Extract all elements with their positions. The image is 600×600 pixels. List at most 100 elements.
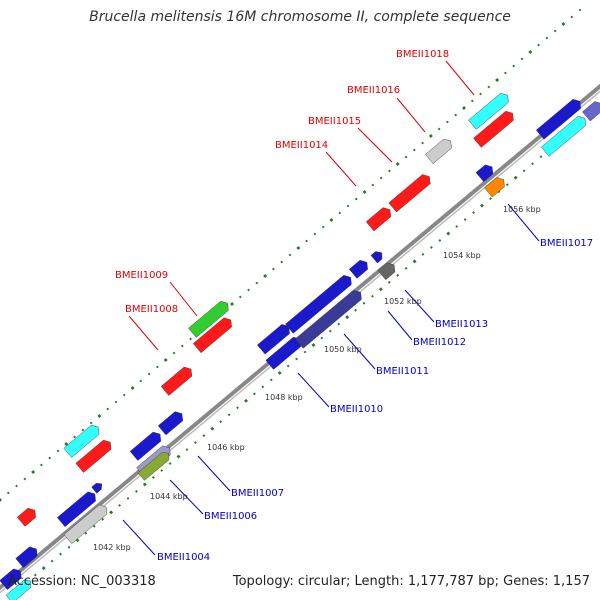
gene-label-bottom: BMEII1013	[435, 319, 488, 330]
tick-mark-inner	[378, 287, 383, 292]
tick-mark-inner	[522, 169, 526, 173]
genes-prefix: ; Genes:	[494, 574, 553, 589]
gene-bmeii1010-a	[257, 324, 290, 355]
gene-block-shape	[388, 174, 431, 213]
tick-mark-inner	[286, 364, 290, 368]
tick-mark-inner	[227, 413, 231, 417]
gene-block-shape	[91, 483, 103, 494]
tick-mark-outer	[421, 141, 424, 145]
tick-mark-outer	[379, 176, 383, 180]
leader-line-top	[169, 281, 198, 317]
tick-mark-outer	[247, 288, 250, 292]
tick-mark-inner	[244, 398, 248, 403]
tick-mark-outer	[313, 232, 317, 236]
gene-block-shape	[157, 411, 183, 436]
scale-label: 1056 kbp	[503, 205, 541, 214]
sequence-summary: Topology: circular; Length: 1,177,787 bp…	[233, 574, 590, 589]
gene-bmeii1018-b	[473, 110, 514, 148]
tick-mark-inner	[455, 225, 459, 228]
scale-label: 1042 kbp	[93, 543, 131, 552]
tick-mark-inner	[253, 392, 256, 396]
tick-mark-outer	[578, 8, 582, 12]
tick-mark-inner	[176, 454, 181, 459]
tick-mark-outer	[454, 113, 458, 117]
gene-block-shape	[188, 300, 229, 338]
gene-block-shape	[348, 259, 368, 279]
tick-mark-outer	[272, 267, 275, 271]
tick-mark-outer	[437, 127, 441, 131]
tick-mark-inner	[210, 426, 215, 431]
tick-mark-outer	[73, 435, 76, 439]
tick-mark-outer	[97, 414, 102, 418]
gene-block-shape	[129, 431, 162, 461]
leader-line-bottom	[404, 289, 435, 323]
gene-label-top: BMEII1016	[347, 85, 400, 96]
accession-prefix: Accession:	[8, 574, 81, 589]
tick-mark-inner	[387, 280, 391, 284]
tick-mark-outer	[139, 379, 143, 383]
gene-label-top: BMEII1015	[308, 116, 361, 127]
tick-mark-outer	[329, 218, 334, 222]
tick-mark-inner	[539, 155, 543, 159]
tick-mark-inner	[219, 420, 223, 424]
tick-mark-outer	[230, 302, 234, 306]
gene-bmeii1004	[63, 504, 108, 544]
gene-bmeii1018	[468, 92, 509, 130]
tick-mark-inner	[50, 559, 54, 563]
gene-block-shape	[15, 546, 38, 568]
gene-label-bottom: BMEII1007	[231, 488, 284, 499]
tick-mark-outer	[6, 491, 10, 495]
tick-mark-outer	[147, 372, 151, 376]
tick-mark-inner	[463, 218, 467, 221]
scale-label: 1050 kbp	[324, 345, 362, 354]
scale-label: 1046 kbp	[207, 443, 245, 452]
gene-block-shape	[63, 424, 100, 458]
gene-bmeii1006-olive	[137, 451, 170, 481]
gene-bmeii1013-b	[370, 251, 383, 264]
gene-upper-red-2	[16, 507, 36, 527]
gene-block-shape	[475, 164, 494, 183]
gene-block-shape	[63, 504, 108, 544]
tick-mark-outer	[56, 449, 60, 453]
tick-mark-inner	[142, 482, 147, 487]
leader-line-bottom	[197, 455, 231, 492]
tick-mark-outer	[305, 239, 308, 243]
tick-mark-inner	[277, 370, 282, 375]
gene-bmeii1016	[425, 138, 452, 164]
tick-mark-outer	[553, 29, 557, 33]
tick-mark-outer	[114, 400, 118, 404]
tick-mark-outer	[48, 456, 52, 460]
tick-mark-inner	[505, 183, 509, 187]
tick-mark-outer	[0, 498, 2, 502]
gene-upper-cyan-1	[63, 424, 100, 458]
length-value: 1,177,787 bp	[407, 574, 495, 589]
tick-mark-outer	[31, 470, 36, 474]
tick-mark-inner	[430, 246, 433, 249]
tick-mark-inner	[194, 441, 197, 445]
gene-upper-cyan-2	[540, 116, 586, 157]
tick-mark-outer	[15, 484, 18, 488]
tick-mark-outer	[288, 253, 292, 257]
tick-mark-outer	[338, 211, 342, 215]
gene-lower-blue-2	[0, 568, 22, 590]
gene-block-shape	[193, 317, 232, 354]
scale-label: 1044 kbp	[150, 492, 188, 501]
tick-mark-inner	[480, 203, 484, 208]
tick-mark-inner	[236, 406, 239, 410]
tick-mark-outer	[156, 365, 159, 369]
tick-mark-outer	[122, 393, 126, 397]
topology-prefix: Topology:	[232, 574, 298, 589]
tick-mark-outer	[404, 155, 408, 159]
tick-mark-inner	[328, 329, 332, 333]
scale-label: 1052 kbp	[384, 297, 422, 306]
tick-mark-outer	[528, 50, 533, 54]
scale-label: 1054 kbp	[443, 251, 481, 260]
tick-mark-inner	[404, 266, 408, 270]
tick-mark-outer	[412, 148, 416, 152]
gene-label-bottom: BMEII1004	[157, 552, 210, 563]
tick-mark-outer	[537, 43, 540, 47]
map-title: Brucella melitensis 16M chromosome II, c…	[89, 9, 511, 25]
gene-block-shape	[468, 92, 509, 130]
gene-label-bottom: BMEII1012	[413, 337, 466, 348]
tick-mark-inner	[109, 510, 114, 515]
